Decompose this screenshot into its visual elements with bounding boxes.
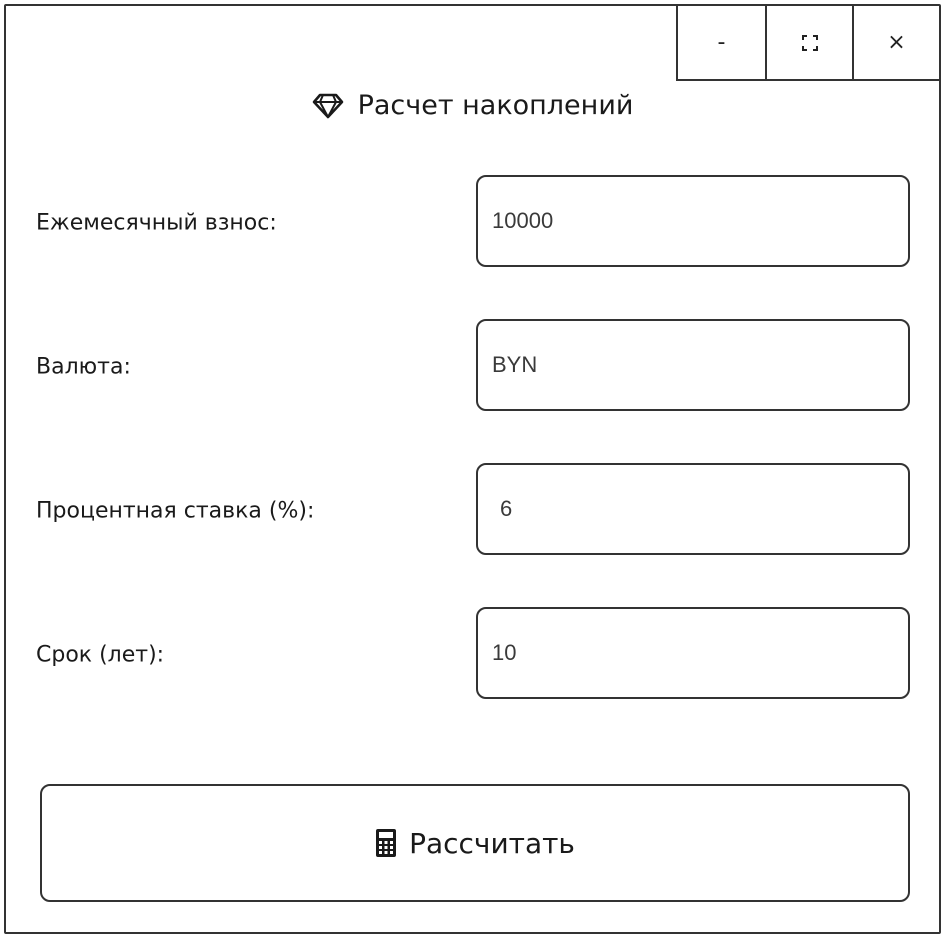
app-window: - × Расчет накоплений Ежемесячный взнос:… [4,4,941,934]
maximize-button[interactable] [765,6,852,79]
interest-rate-input[interactable]: 6 [476,463,910,555]
calculate-button-label: Рассчитать [409,826,575,860]
form-row-monthly-payment: Ежемесячный взнос: 10000 [6,175,939,271]
monthly-payment-label: Ежемесячный взнос: [36,210,277,236]
term-input[interactable]: 10 [476,607,910,699]
minimize-label: - [717,30,726,55]
currency-input[interactable]: BYN [476,319,910,411]
form-row-interest-rate: Процентная ставка (%): 6 [6,463,939,559]
form-row-term: Срок (лет): 10 [6,607,939,703]
window-controls: - × [676,6,939,81]
term-label: Срок (лет): [36,642,165,668]
window-title: Расчет накоплений [6,90,939,121]
window-title-text: Расчет накоплений [357,90,634,121]
close-button[interactable]: × [852,6,939,79]
close-icon: × [887,30,906,55]
currency-label: Валюта: [36,354,131,380]
form-row-currency: Валюта: BYN [6,319,939,415]
monthly-payment-input[interactable]: 10000 [476,175,910,267]
minimize-button[interactable]: - [678,6,765,79]
calculate-button[interactable]: Рассчитать [40,784,910,902]
calculator-icon [376,829,397,857]
interest-rate-label: Процентная ставка (%): [36,498,315,524]
gem-icon [312,93,343,118]
maximize-icon [801,34,818,51]
